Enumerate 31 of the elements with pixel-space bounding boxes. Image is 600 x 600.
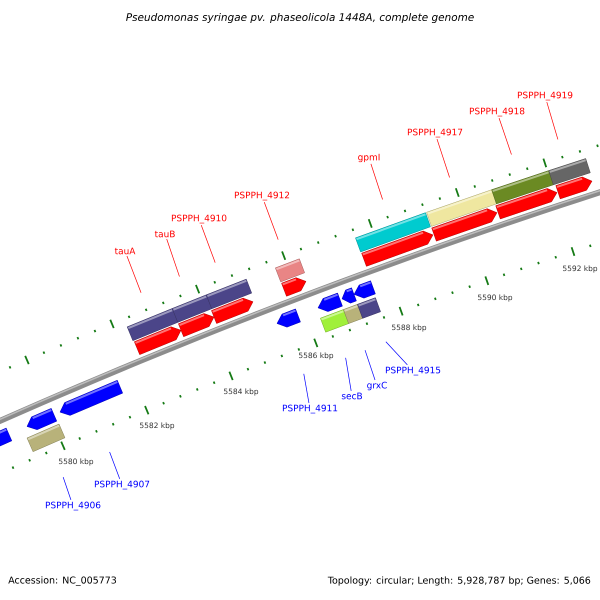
leader-line [364, 350, 376, 380]
footer-text: Accession: NC_005773 [8, 576, 116, 586]
gene-label: PSPPH_4915 [386, 366, 440, 376]
title: Pseudomonas syringae pv. phaseolicola 1448A, complete genome [126, 12, 474, 24]
gene-label: PSPPH_4917 [408, 128, 462, 138]
leader-line [345, 357, 352, 392]
leader-line [200, 224, 216, 264]
gene-label: secB [342, 392, 362, 400]
gene-label: PSPPH_4910 [172, 214, 226, 224]
leader-line [109, 452, 120, 480]
gene-label: tauA [114, 248, 136, 254]
gene-label: PSPPH_4906 [46, 502, 100, 510]
gene-label: PSPPH_4919 [518, 92, 572, 100]
gene-label: PSPPH_4918 [470, 108, 524, 116]
leader-line [498, 118, 512, 155]
leader-line [166, 238, 180, 277]
footer-text: Topology: circular; Length: 5,928,787 bp; Genes: 5,066 [328, 576, 590, 586]
gene-label: PSPPH_4907 [94, 480, 150, 490]
gene-label: PSPPH_4912 [234, 192, 290, 200]
gene-label: grxC [367, 382, 387, 390]
leader-line [370, 164, 383, 200]
gene-label: gpmI [358, 154, 380, 162]
leader-line [386, 341, 408, 366]
leader-line [546, 102, 558, 140]
gene-label: PSPPH_4911 [282, 404, 338, 414]
gene-label: tauB [154, 230, 175, 238]
leader-line [264, 202, 279, 240]
leader-line [303, 373, 310, 404]
leader-line [436, 138, 450, 178]
leader-line [62, 476, 72, 500]
leader-line [126, 256, 142, 294]
